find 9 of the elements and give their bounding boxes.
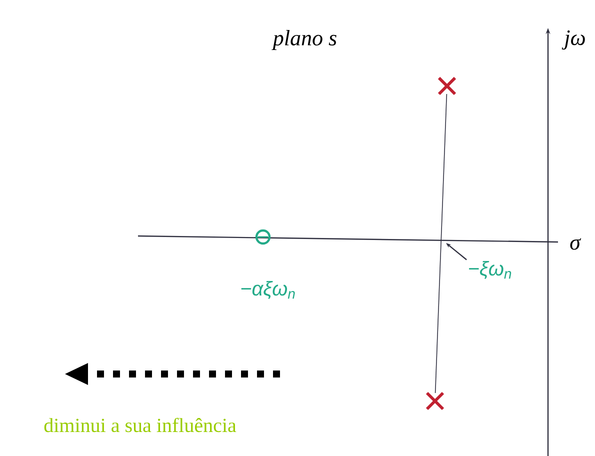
- pole-marker: [426, 392, 444, 410]
- axis-label: −ξω$_{n}$: [469, 260, 512, 280]
- pole-marker: [438, 76, 456, 96]
- axis-label: −αξω$_{n}$: [241, 280, 295, 300]
- caption-text: diminui a sua influência: [44, 418, 236, 432]
- plot-title: plano s: [272, 30, 336, 50]
- axis-label: σ: [570, 238, 582, 250]
- connector-line: [434, 94, 448, 394]
- axis-label: jω: [562, 30, 585, 50]
